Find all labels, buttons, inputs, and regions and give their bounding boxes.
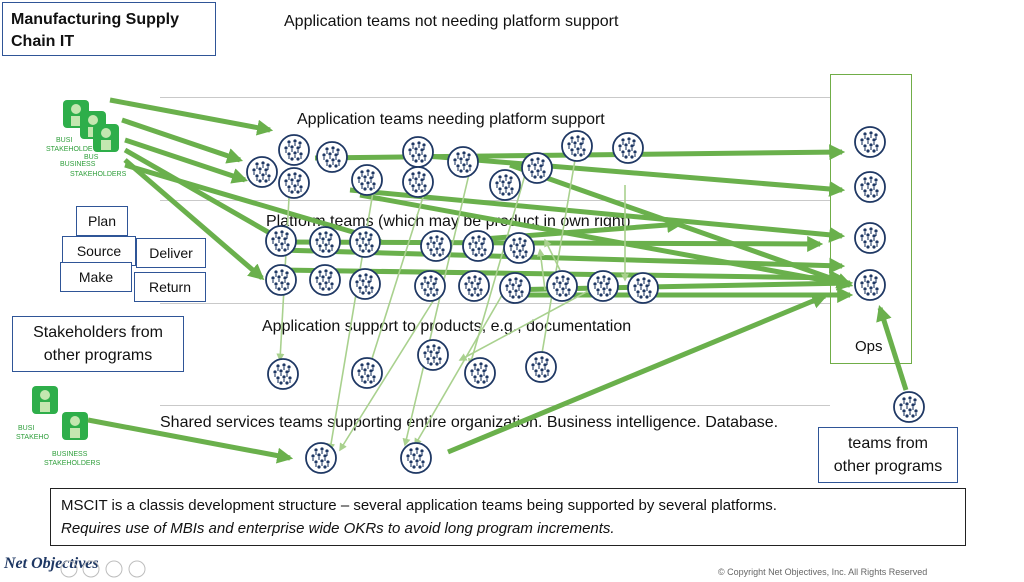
stakeholder-label: BUSI <box>18 425 35 432</box>
band-label-not-needing: Application teams not needing platform s… <box>284 13 619 30</box>
team-icons-app-support <box>267 339 557 390</box>
band-separator <box>160 405 830 406</box>
footer-nav-icons <box>60 560 146 578</box>
step-deliver: Deliver <box>136 238 206 268</box>
thin-arrows <box>276 159 629 452</box>
stakeholder-icon-cluster-bottom <box>32 386 88 440</box>
note-line-2: Requires use of MBIs and enterprise wide… <box>61 520 615 537</box>
stakeholder-icon-cluster-top <box>63 100 119 152</box>
band-label-needing: Application teams needing platform suppo… <box>297 111 605 128</box>
title-box: Manufacturing Supply Chain IT <box>2 2 216 56</box>
step-source: Source <box>62 236 136 266</box>
stakeholder-label: BUSI <box>56 137 73 144</box>
team-icons-ops <box>854 126 886 301</box>
step-return: Return <box>134 272 206 302</box>
band-separator <box>160 200 830 201</box>
teams-other-label: teams from other programs <box>833 435 943 475</box>
summary-note: MSCIT is a classis development structure… <box>50 488 966 546</box>
teams-other-box: teams from other programs <box>818 427 958 483</box>
stakeholder-label: BUSINESS <box>52 451 88 458</box>
thick-arrows <box>87 97 909 464</box>
band-label-app-support: Application support to products, e.g., d… <box>262 318 632 335</box>
band-separator <box>160 303 830 304</box>
band-separator <box>160 97 830 98</box>
stakeholder-label: BUSINESS <box>60 161 96 168</box>
stakeholder-label: STAKEHO <box>16 434 49 441</box>
copyright: © Copyright Net Objectives, Inc. All Rig… <box>718 567 928 577</box>
ops-column <box>830 74 912 364</box>
band-label-shared: Shared services teams supporting entire … <box>160 414 779 431</box>
other-stakeholders-label: Stakeholders from other programs <box>33 324 163 364</box>
ops-label: Ops <box>855 338 883 355</box>
other-stakeholders-box: Stakeholders from other programs <box>12 316 184 372</box>
note-line-1: MSCIT is a classis development structure… <box>61 497 777 514</box>
stakeholder-label: STAKEHOLDERS <box>70 171 127 178</box>
step-plan: Plan <box>76 206 128 236</box>
diagram-title: Manufacturing Supply Chain IT <box>11 11 179 50</box>
team-icons-shared <box>305 442 432 474</box>
step-make: Make <box>60 262 132 292</box>
net-objectives-logo: Net Objectives <box>4 555 99 572</box>
team-icon-other-programs <box>893 391 925 423</box>
stakeholder-label: STAKEHOLDERS <box>44 460 101 467</box>
stakeholder-label: STAKEHOLDE <box>46 146 93 153</box>
stakeholder-label: BUS <box>84 154 99 161</box>
